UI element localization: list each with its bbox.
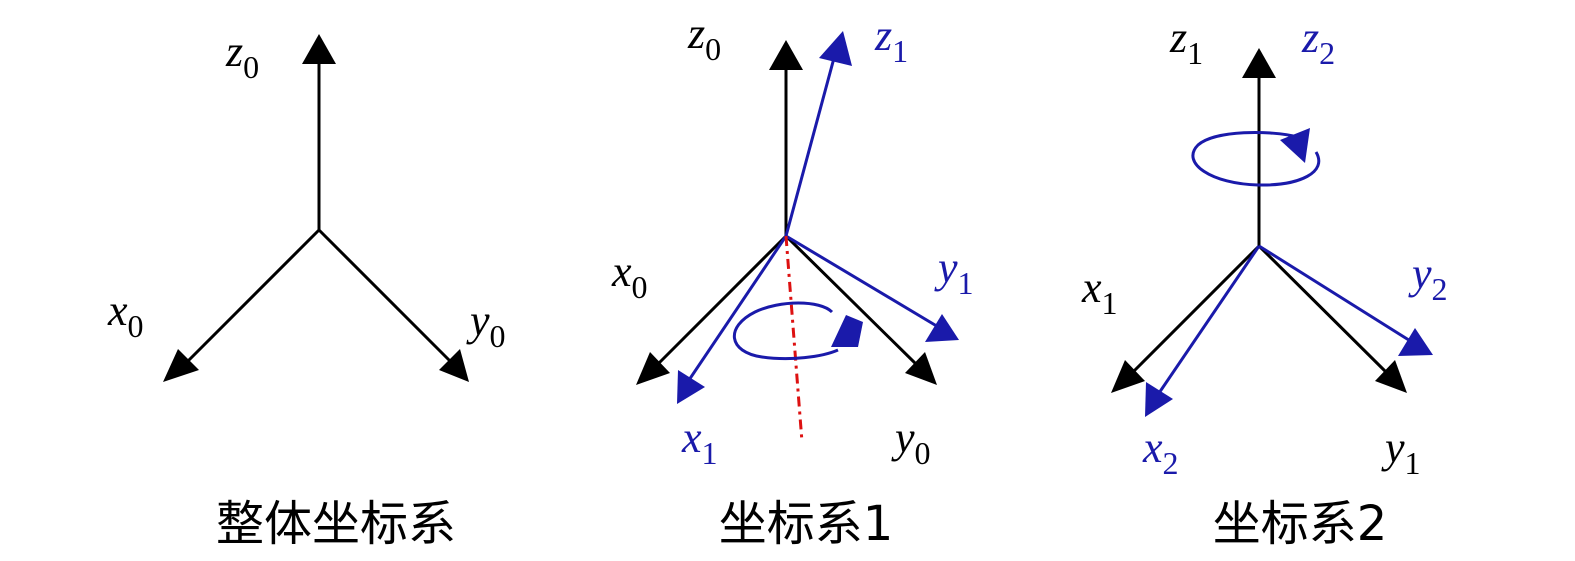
- x2-axis: [1155, 245, 1261, 397]
- label-y1: y1: [1381, 423, 1421, 481]
- label-x0: x0: [107, 286, 144, 344]
- z0-arrowhead: [769, 40, 803, 70]
- y1-arrowhead: [925, 314, 959, 342]
- label-z1: z1: [874, 11, 908, 69]
- z1-arrowhead: [819, 31, 852, 66]
- label-y1: y1: [934, 243, 974, 301]
- x0-axis: [184, 228, 321, 365]
- label-y0: y0: [466, 296, 506, 354]
- y1-arrowhead: [1375, 360, 1407, 393]
- panel-global-frame: z0 x0 y0 整体坐标系: [107, 27, 506, 552]
- x0-arrowhead: [636, 352, 670, 385]
- x2-arrowhead: [1145, 382, 1173, 417]
- y1-axis: [785, 234, 941, 330]
- z0-arrowhead: [302, 34, 336, 64]
- panel-frame-1: z0 z1 x0 y1 x1 y0 坐标系1: [611, 9, 974, 552]
- label-z2: z2: [1301, 13, 1335, 71]
- y2-axis: [1258, 244, 1413, 344]
- caption-frame-1: 坐标系1: [719, 496, 894, 552]
- x1-axis: [1129, 244, 1261, 376]
- y1-axis: [1257, 244, 1390, 376]
- label-x2: x2: [1142, 423, 1179, 481]
- label-y2: y2: [1408, 249, 1448, 307]
- label-x1: x1: [1081, 263, 1118, 321]
- label-z0: z0: [225, 27, 259, 85]
- y0-axis: [784, 234, 920, 368]
- x0-arrowhead: [163, 349, 199, 382]
- label-y0: y0: [891, 413, 931, 471]
- y0-axis: [317, 228, 454, 365]
- rotation-arrowhead: [831, 315, 863, 347]
- label-z1: z1: [1169, 13, 1203, 71]
- z1-arrowhead: [1242, 48, 1276, 78]
- label-x1: x1: [681, 413, 718, 471]
- rotation-arc: [733, 301, 839, 361]
- label-z0: z0: [687, 9, 721, 67]
- label-x0: x0: [611, 247, 648, 305]
- x1-axis: [685, 235, 788, 384]
- rotation-arrowhead: [1280, 128, 1310, 163]
- rotation-axis: [784, 235, 804, 443]
- x0-axis: [654, 234, 788, 368]
- x1-arrowhead: [1111, 360, 1145, 393]
- y2-arrowhead: [1398, 328, 1433, 356]
- caption-frame-2: 坐标系2: [1213, 496, 1388, 552]
- rotation-arc: [1191, 131, 1321, 187]
- panel-frame-2: z1 z2 x1 y2 x2 y1 坐标系2: [1081, 13, 1448, 552]
- x1-arrowhead: [677, 370, 705, 404]
- caption-global-frame: 整体坐标系: [216, 496, 456, 552]
- y0-arrowhead: [439, 349, 469, 382]
- z1-axis: [784, 57, 836, 237]
- y0-arrowhead: [905, 352, 937, 385]
